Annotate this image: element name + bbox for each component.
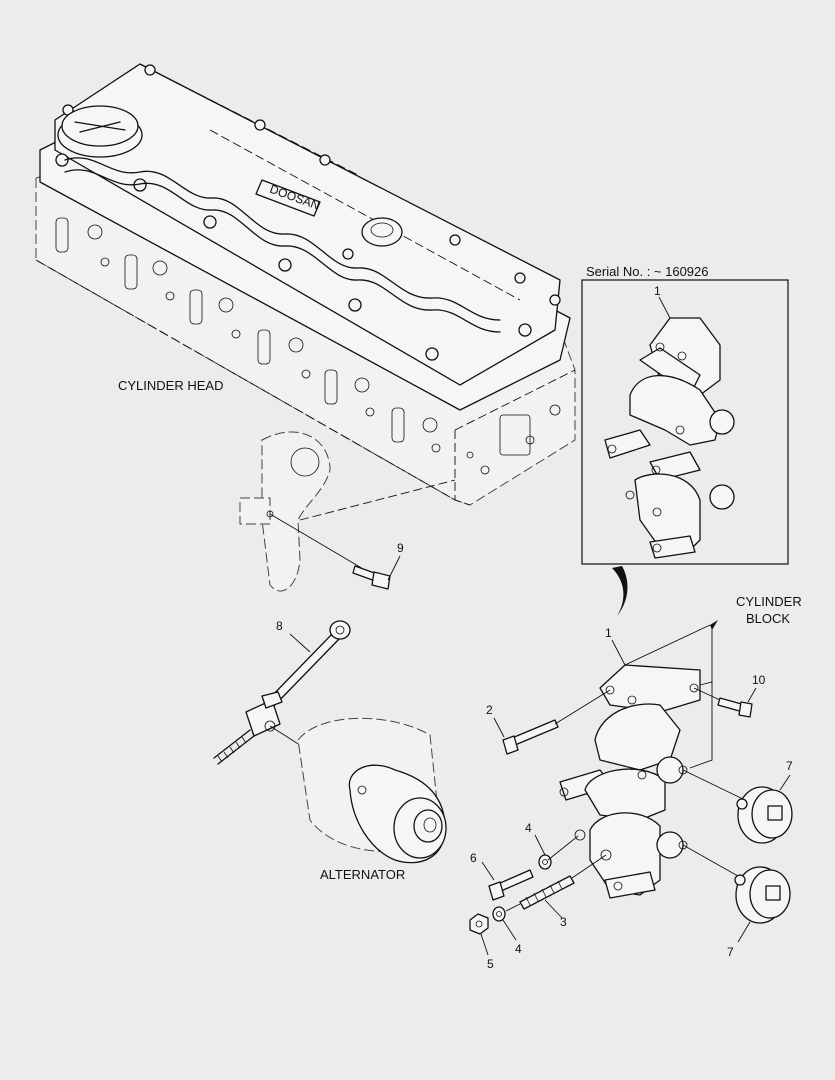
callout-3: 3: [560, 915, 567, 929]
nut-leader: [505, 903, 521, 912]
cylinder-block-reference: CYLINDER BLOCK: [624, 594, 802, 769]
idler-pulley-7-upper: 7: [682, 759, 793, 844]
callout-2: 2: [486, 703, 493, 717]
callout-6: 6: [470, 851, 477, 865]
stud-3: 3: [519, 854, 607, 929]
cylinder-block-label-2: BLOCK: [746, 611, 790, 626]
washer-leader: [547, 835, 579, 861]
callout-4-upper: 4: [525, 821, 532, 835]
nut-5: 5: [469, 913, 494, 971]
adjusting-link-8: 8: [213, 619, 351, 765]
serial-number-inset: Serial No. : ~ 160926 1: [581, 264, 789, 565]
bolt-9: 9: [352, 541, 404, 590]
callout-7-lower: 7: [727, 945, 734, 959]
inset-pointer: [612, 566, 628, 616]
callout-10: 10: [752, 673, 766, 687]
inset-bracket: [604, 317, 735, 559]
callout-inset-1: 1: [654, 284, 661, 298]
serial-no-label: Serial No. : ~ 160926: [586, 264, 709, 279]
alternator-mount-bracket: [239, 431, 456, 592]
callout-1: 1: [605, 626, 612, 640]
idler-pulley-7-lower: 7: [682, 844, 791, 959]
bolt-10: 10: [693, 673, 766, 718]
alternator: ALTERNATOR: [297, 717, 447, 882]
callout-4-lower: 4: [515, 942, 522, 956]
washer-4-lower: 4: [492, 906, 522, 956]
cylinder-head: DOOSAN CYLINDER HEAD: [35, 63, 576, 506]
washer-4-upper: 4: [525, 821, 552, 870]
cylinder-block-label-1: CYLINDER: [736, 594, 802, 609]
breather-cap: [342, 217, 403, 260]
alternator-label: ALTERNATOR: [320, 867, 405, 882]
callout-7-upper: 7: [786, 759, 793, 773]
cylinder-head-label: CYLINDER HEAD: [118, 378, 223, 393]
bolt-6: 6: [470, 851, 534, 901]
callout-9: 9: [397, 541, 404, 555]
oil-filler-cap: [57, 105, 143, 158]
callout-8: 8: [276, 619, 283, 633]
bracket-1: 1: [559, 626, 701, 899]
bolt-2: 2: [486, 689, 611, 755]
callout-5: 5: [487, 957, 494, 971]
